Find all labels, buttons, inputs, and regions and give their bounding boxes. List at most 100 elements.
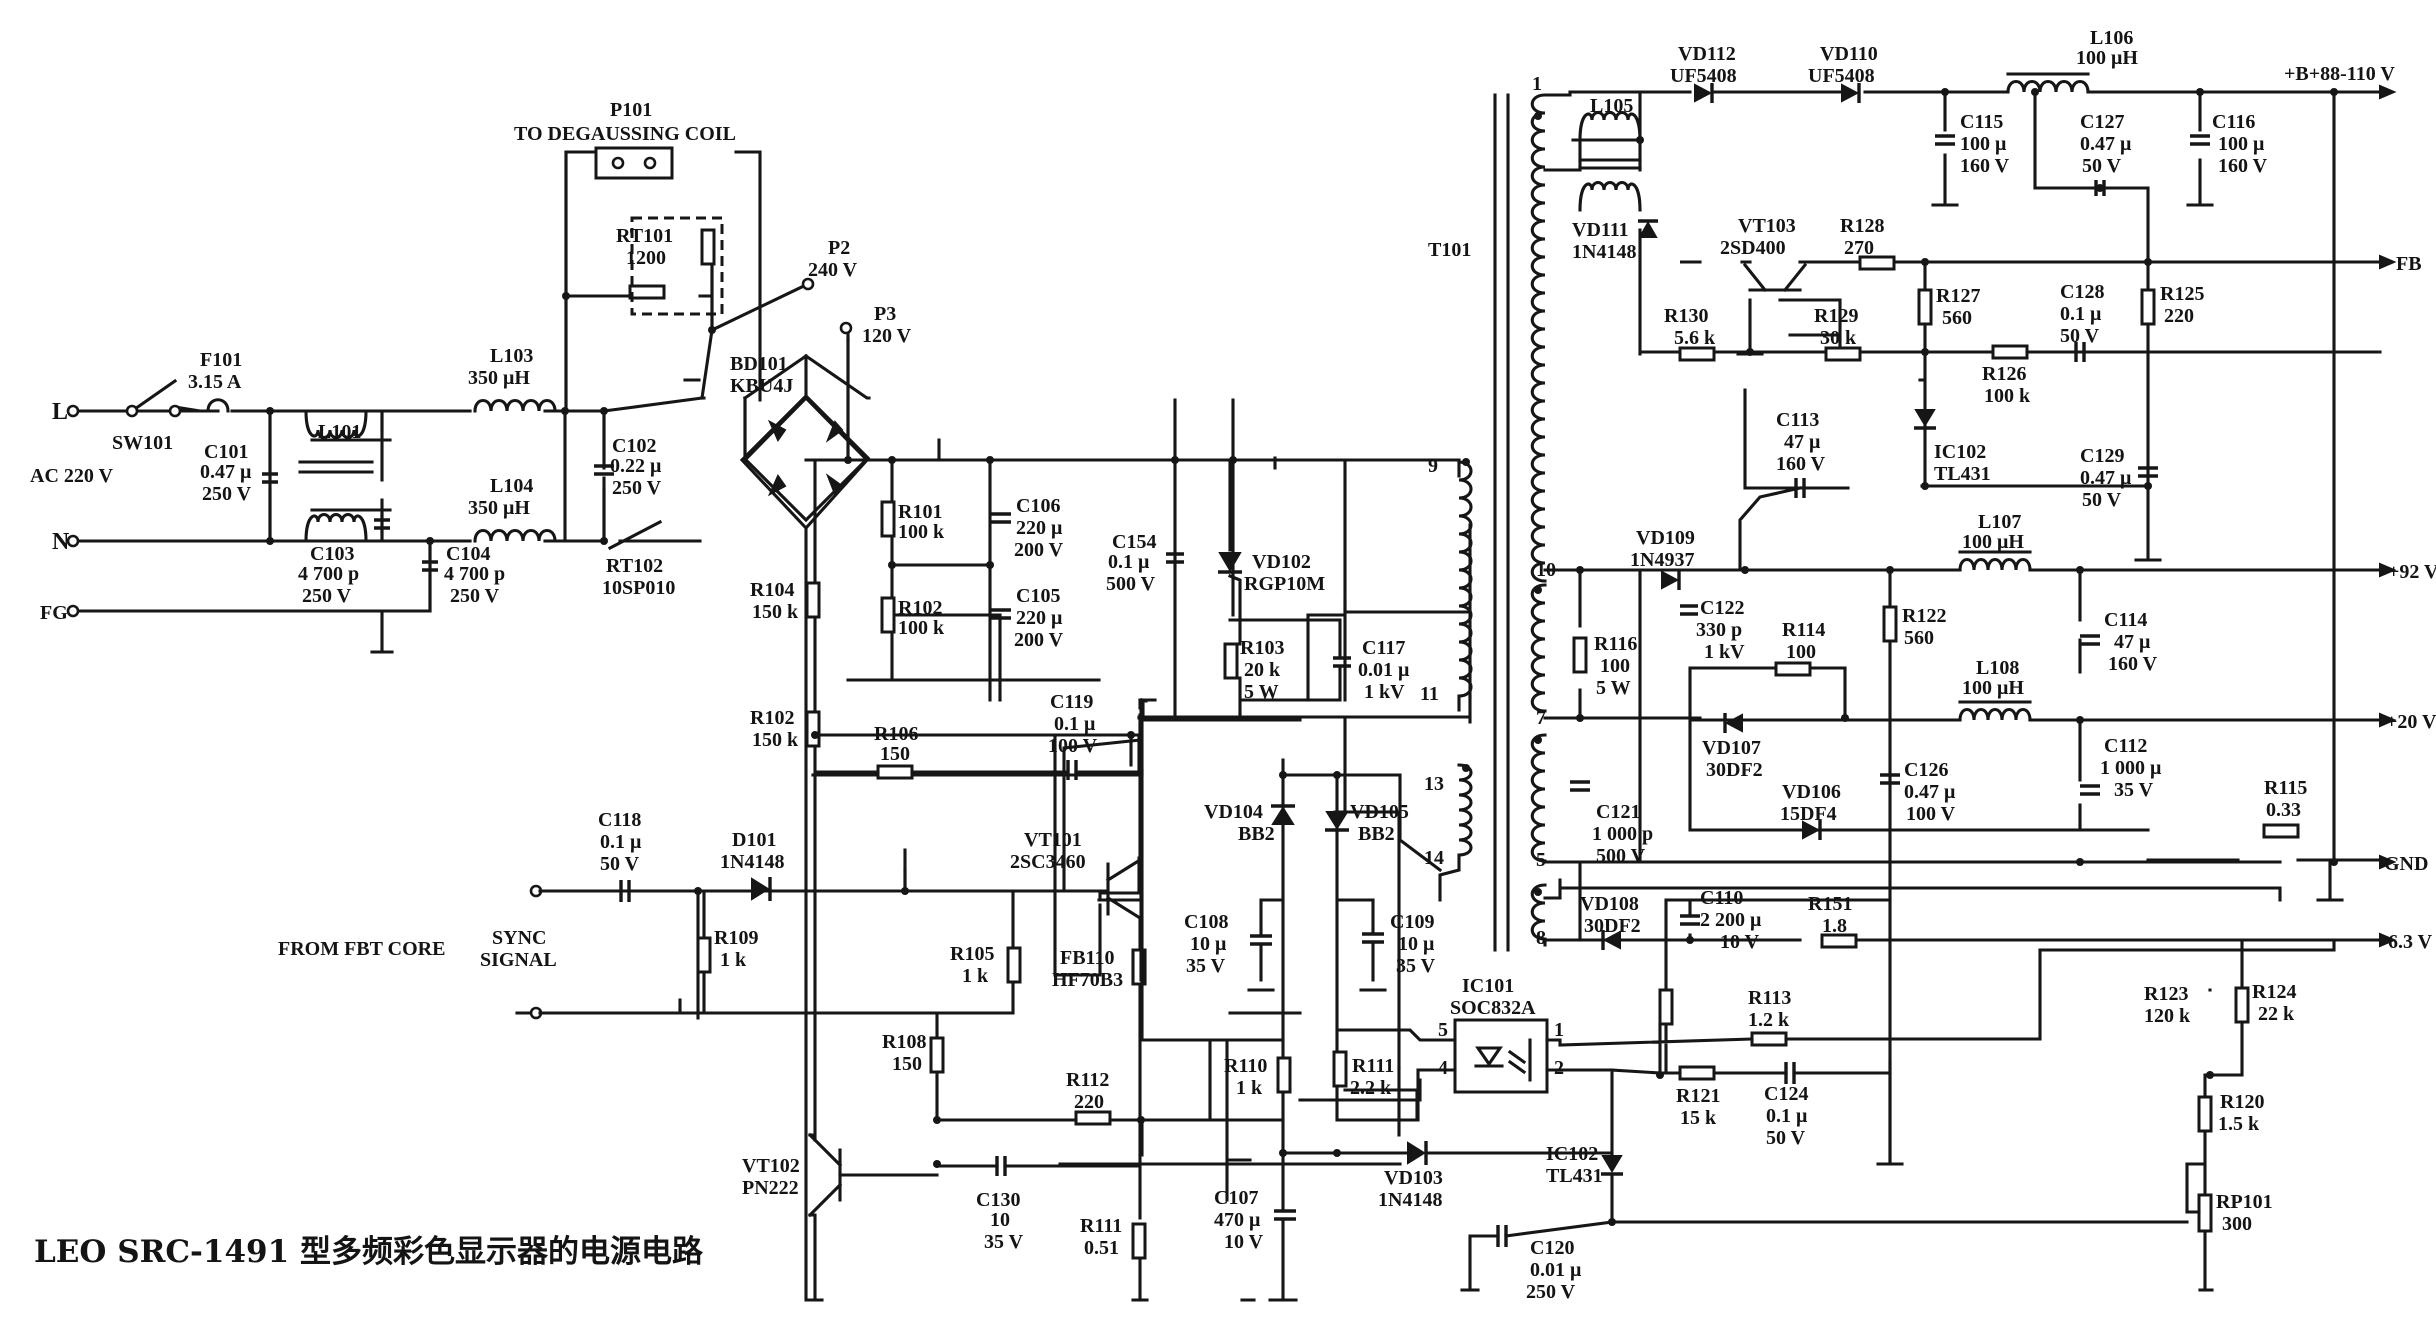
label-vd105-val: BB2	[1358, 823, 1395, 845]
l101a	[304, 409, 368, 440]
label-ic102-ref: IC102	[1934, 441, 1986, 463]
vt101	[1105, 857, 1143, 921]
label-vd110-val: UF5408	[1808, 65, 1875, 87]
label-vd110-ref: VD110	[1820, 43, 1878, 65]
label-c113-val1: 47 μ	[1784, 431, 1821, 453]
label-r122-ref: R122	[1902, 605, 1946, 627]
label-vt103-ref: VT103	[1738, 215, 1796, 237]
label-c130-val2: 35 V	[984, 1231, 1024, 1253]
junctions	[266, 88, 2338, 1226]
label-sync2: SIGNAL	[480, 949, 557, 971]
label-c106-val2: 200 V	[1014, 539, 1064, 561]
label-c109-val2: 35 V	[1396, 955, 1436, 977]
label-c113-ref: C113	[1776, 409, 1819, 431]
label-c105-val2: 200 V	[1014, 629, 1064, 651]
label-bd101-val: KBU4J	[730, 375, 793, 397]
label-r130-val: 5.6 k	[1674, 327, 1716, 349]
label-c101-val1: 0.47 μ	[200, 461, 252, 483]
label-c106-val1: 220 μ	[1016, 517, 1063, 539]
ic102	[1914, 409, 1936, 427]
label-out92: +92 V	[2388, 561, 2436, 583]
label-c116-val2: 160 V	[2218, 155, 2268, 177]
c122	[1680, 604, 1698, 616]
label-r113-ref: R113	[1748, 987, 1791, 1009]
label-c104-val2: 250 V	[450, 585, 500, 607]
label-fb110-val: HF70B3	[1052, 969, 1123, 991]
label-r105-val: 1 k	[962, 965, 989, 987]
label-c127-val1: 0.47 μ	[2080, 133, 2132, 155]
label-c102-val1: 0.22 μ	[610, 455, 662, 477]
c113	[1794, 478, 1806, 498]
label-n1: 1	[1532, 73, 1542, 95]
label-n7: 7	[1536, 707, 1546, 729]
d101	[751, 877, 770, 901]
label-c120-val1: 0.01 μ	[1530, 1259, 1582, 1281]
r108	[929, 1036, 945, 1074]
c117	[1333, 656, 1351, 668]
label-vt101-val: 2SC3460	[1010, 851, 1086, 873]
vd106	[1802, 820, 1821, 840]
label-c108-val2: 35 V	[1186, 955, 1226, 977]
label-r102b-val: 150 k	[752, 729, 799, 751]
label-c130-ref: C130	[976, 1189, 1020, 1211]
label-c107-ref: C107	[1214, 1187, 1258, 1209]
control-circuit	[538, 458, 2336, 1302]
label-c129-val1: 0.47 μ	[2080, 467, 2132, 489]
label-vt103-val: 2SD400	[1720, 237, 1786, 259]
p101	[594, 146, 674, 180]
label-vd107-ref: VD107	[1702, 737, 1761, 759]
label-c119-ref: C119	[1050, 691, 1093, 713]
label-c103-val2: 250 V	[302, 585, 352, 607]
label-r116-val2: 5 W	[1596, 677, 1631, 699]
label-out20: +20 V	[2386, 711, 2436, 733]
label-c128-val2: 50 V	[2060, 325, 2100, 347]
label-vd108-ref: VD108	[1580, 893, 1639, 915]
label-d101-val: 1N4148	[720, 851, 784, 873]
label-l101: L101	[318, 421, 361, 443]
c126	[1880, 773, 1900, 785]
label-r106-val: 150	[880, 743, 910, 765]
rt101b	[700, 228, 716, 266]
label-vd112-ref: VD112	[1678, 43, 1736, 65]
label-r129-val: 30 k	[1820, 327, 1857, 349]
label-c117-val2: 1 kV	[1364, 681, 1405, 703]
label-fbt: FROM FBT CORE	[278, 938, 445, 960]
label-vd103-ref: VD103	[1384, 1167, 1443, 1189]
l105	[1578, 110, 1642, 142]
label-c118-val2: 50 V	[600, 853, 640, 875]
label-vd108-val: 30DF2	[1584, 915, 1641, 937]
r110	[1276, 1056, 1292, 1094]
vd111	[1638, 220, 1658, 238]
label-r104-val: 150 k	[752, 601, 799, 623]
label-ic102-val: TL431	[1934, 463, 1991, 485]
label-c128-ref: C128	[2060, 281, 2104, 303]
label-c154-val2: 500 V	[1106, 573, 1156, 595]
c102	[594, 464, 614, 476]
label-r103-ref: R103	[1240, 637, 1284, 659]
label-c116-val1: 100 μ	[2218, 133, 2265, 155]
label-r111-val: 2.2 k	[1350, 1077, 1392, 1099]
label-r102b-ref: R102	[750, 707, 794, 729]
label-c121-val1: 1 000 p	[1592, 823, 1653, 845]
l101b	[304, 512, 368, 543]
label-c118-val1: 0.1 μ	[600, 831, 642, 853]
label-r101-ref: R101	[898, 501, 942, 523]
c106	[989, 512, 1011, 524]
label-b-out: +B+88-110 V	[2284, 63, 2395, 85]
r101	[880, 500, 896, 538]
r122	[1882, 605, 1898, 643]
label-c104-ref: C104	[446, 543, 490, 565]
label-vd105-ref: VD105	[1350, 801, 1409, 823]
c104	[422, 560, 438, 572]
label-l: L	[52, 399, 68, 425]
label-c124-val2: 50 V	[1766, 1127, 1806, 1149]
label-l103-ref: L103	[490, 345, 533, 367]
rt102	[607, 519, 663, 551]
rp101-wiper	[2185, 1162, 2201, 1214]
label-pin4: 4	[1438, 1057, 1448, 1079]
rt101	[628, 284, 666, 300]
label-l106-val: 100 μH	[2076, 47, 2138, 69]
label-vd102-val: RGP10M	[1244, 573, 1325, 595]
label-r115-ref: R115	[2264, 777, 2307, 799]
